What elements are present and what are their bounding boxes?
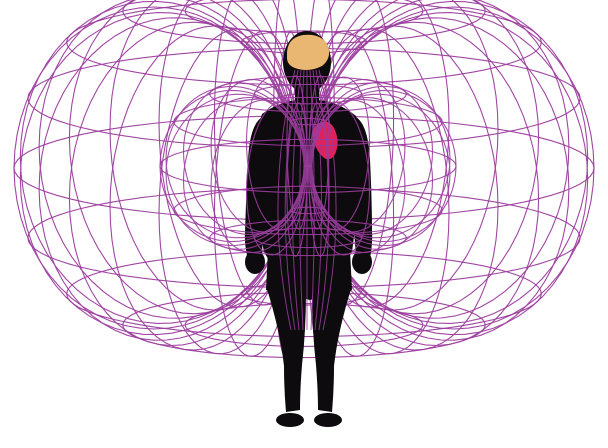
left-foot: [276, 413, 304, 427]
brain: [287, 35, 329, 70]
right-foot: [314, 413, 342, 427]
